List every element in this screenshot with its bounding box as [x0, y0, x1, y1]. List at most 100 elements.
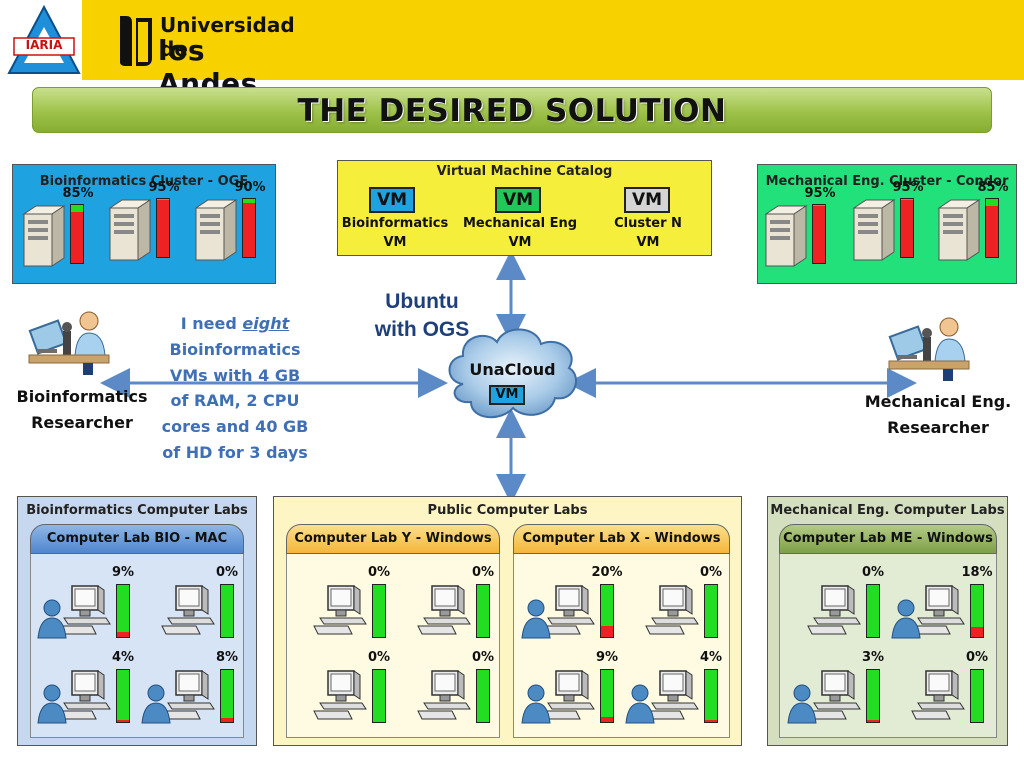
- slide-title: THE DESIRED SOLUTION: [297, 93, 727, 129]
- bio-cluster-3-load-label: 90%: [234, 180, 266, 195]
- lab-me-pc-3-load-label: 3%: [861, 650, 885, 665]
- lab-me-pc-1-load-label: 0%: [861, 565, 885, 580]
- lab-me-pc-4-load-label: 0%: [965, 650, 989, 665]
- unacloud-cloud-icon[interactable]: [441, 322, 581, 426]
- lab-x-pc-2-load-bar: [704, 584, 718, 638]
- mech-researcher-label-line2: Researcher: [887, 418, 989, 437]
- mech-researcher-icon: [888, 317, 970, 381]
- lab-x-pc-1-load-fill: [601, 626, 613, 637]
- lab-bio-pc-3-load-fill: [117, 720, 129, 722]
- lab-me-pc-1-load-bar: [866, 584, 880, 638]
- lab-me-pc-2-load-label: 18%: [961, 565, 993, 580]
- lab-x-pc-4-workstation-icon: [625, 670, 699, 724]
- bio-researcher-label-line2: Researcher: [31, 413, 133, 432]
- bio-cluster-1-load-label: 85%: [62, 186, 94, 201]
- bio-cluster-3-server-icon: [194, 199, 238, 261]
- vm-request-text: I need eight Bioinformatics VMs with 4 G…: [150, 311, 320, 466]
- catalog-vm-bio-line2: VM: [383, 235, 407, 250]
- vm-request-line5: cores and 40 GB: [161, 417, 309, 437]
- bio-cluster-1-load-bar: [70, 204, 84, 264]
- lab-x-pc-3-workstation-icon: [521, 670, 595, 724]
- catalog-vm-badge-mech[interactable]: VM: [495, 187, 541, 213]
- lab-bio-mac-header[interactable]: Computer Lab BIO - MAC: [30, 524, 244, 554]
- vm-request-line4: of RAM, 2 CPU: [170, 391, 300, 411]
- bio-cluster-2-server-icon: [108, 199, 152, 261]
- bio-cluster-2-load-label: 95%: [148, 180, 180, 195]
- lab-y-pc-3-load-bar: [372, 669, 386, 723]
- lab-y-pc-3-load-label: 0%: [367, 650, 391, 665]
- mech-researcher-label-line1: Mechanical Eng.: [864, 392, 1012, 411]
- vm-request-line2: Bioinformatics: [169, 339, 301, 359]
- lab-bio-pc-3-workstation-icon: [37, 670, 111, 724]
- catalog-vm-mech-line1: Mechanical Eng: [462, 216, 578, 231]
- lab-y-windows-header[interactable]: Computer Lab Y - Windows: [286, 524, 500, 554]
- lab-bio-pc-4-workstation-icon: [141, 670, 215, 724]
- lab-x-pc-4-load-label: 4%: [699, 650, 723, 665]
- lab-y-pc-1-workstation-icon: [313, 585, 367, 635]
- bio-cluster-3-load-bar: [242, 198, 256, 258]
- lab-bio-pc-3-load-label: 4%: [111, 650, 135, 665]
- vm-request-emphasis: eight: [242, 314, 290, 333]
- mech-labs-title: Mechanical Eng. Computer Labs: [770, 503, 1005, 518]
- lab-bio-pc-1-workstation-icon: [37, 585, 111, 639]
- university-name-line1: Universidad de: [160, 13, 295, 61]
- title-bar: THE DESIRED SOLUTION: [32, 87, 992, 133]
- lab-y-pc-1-load-bar: [372, 584, 386, 638]
- vm-request-line1: I need eight: [180, 314, 290, 333]
- mech-cluster-1-load-bar: [812, 204, 826, 264]
- lab-x-pc-3-load-label: 9%: [595, 650, 619, 665]
- public-labs-title: Public Computer Labs: [427, 503, 588, 518]
- lab-bio-pc-1-load-bar: [116, 584, 130, 638]
- lab-x-pc-1-workstation-icon: [521, 585, 595, 639]
- lab-y-pc-1-load-label: 0%: [367, 565, 391, 580]
- lab-bio-pc-4-load-label: 8%: [215, 650, 239, 665]
- catalog-vm-cluster-n-line1: Cluster N: [614, 216, 682, 231]
- lab-x-pc-1-load-bar: [600, 584, 614, 638]
- lab-y-pc-3-workstation-icon: [313, 670, 367, 720]
- lab-x-pc-2-workstation-icon: [645, 585, 699, 635]
- mech-cluster-3-load-label: 85%: [977, 180, 1009, 195]
- lab-x-pc-1-load-label: 20%: [591, 565, 623, 580]
- mech-cluster-3-load-fill: [986, 206, 998, 257]
- lab-x-pc-3-load-fill: [601, 717, 613, 722]
- lab-x-windows-header[interactable]: Computer Lab X - Windows: [513, 524, 730, 554]
- mech-cluster-3-load-bar: [985, 198, 999, 258]
- bio-labs-title: Bioinformatics Computer Labs: [26, 503, 248, 518]
- lab-me-windows-header[interactable]: Computer Lab ME - Windows: [779, 524, 997, 554]
- vm-catalog-title: Virtual Machine Catalog: [436, 164, 613, 179]
- unacloud-vm-badge: VM: [489, 385, 525, 405]
- ubuntu-label-line1: Ubuntu: [385, 290, 459, 313]
- lab-y-pc-4-load-bar: [476, 669, 490, 723]
- unacloud-label: UnaCloud: [469, 360, 556, 379]
- mech-cluster-title: Mechanical Eng. Cluster - Condor: [765, 174, 1009, 189]
- lab-me-pc-1-workstation-icon: [807, 585, 861, 635]
- lab-y-pc-2-load-label: 0%: [471, 565, 495, 580]
- catalog-vm-badge-cluster-n[interactable]: VM: [624, 187, 670, 213]
- catalog-vm-badge-bio[interactable]: VM: [369, 187, 415, 213]
- lab-me-pc-2-load-bar: [970, 584, 984, 638]
- mech-cluster-2-load-fill: [901, 200, 913, 257]
- lab-y-pc-4-load-label: 0%: [471, 650, 495, 665]
- lab-bio-pc-4-load-bar: [220, 669, 234, 723]
- university-banner: [100, 0, 1024, 80]
- lab-me-pc-2-load-fill: [971, 627, 983, 637]
- lab-me-pc-3-load-fill: [867, 720, 879, 722]
- ubuntu-label-line2: with OGS: [374, 318, 470, 341]
- vm-request-line3: VMs with 4 GB: [169, 365, 301, 385]
- lab-bio-pc-2-workstation-icon: [161, 585, 215, 635]
- mech-cluster-2-load-label: 95%: [892, 180, 924, 195]
- bio-cluster-1-load-fill: [71, 212, 83, 263]
- lab-bio-pc-1-load-label: 9%: [111, 565, 135, 580]
- bio-researcher-icon: [28, 311, 110, 375]
- mech-cluster-2-server-icon: [852, 199, 896, 261]
- bio-cluster-title: Bioinformatics Cluster - OGE: [39, 174, 249, 189]
- lab-x-pc-4-load-bar: [704, 669, 718, 723]
- lab-bio-pc-2-load-bar: [220, 584, 234, 638]
- lab-me-pc-3-workstation-icon: [787, 670, 861, 724]
- catalog-vm-mech-line2: VM: [508, 235, 532, 250]
- lab-y-pc-4-workstation-icon: [417, 670, 471, 720]
- lab-me-pc-4-load-bar: [970, 669, 984, 723]
- vm-request-line6: of HD for 3 days: [162, 442, 308, 462]
- bio-researcher-label-line1: Bioinformatics: [16, 387, 148, 406]
